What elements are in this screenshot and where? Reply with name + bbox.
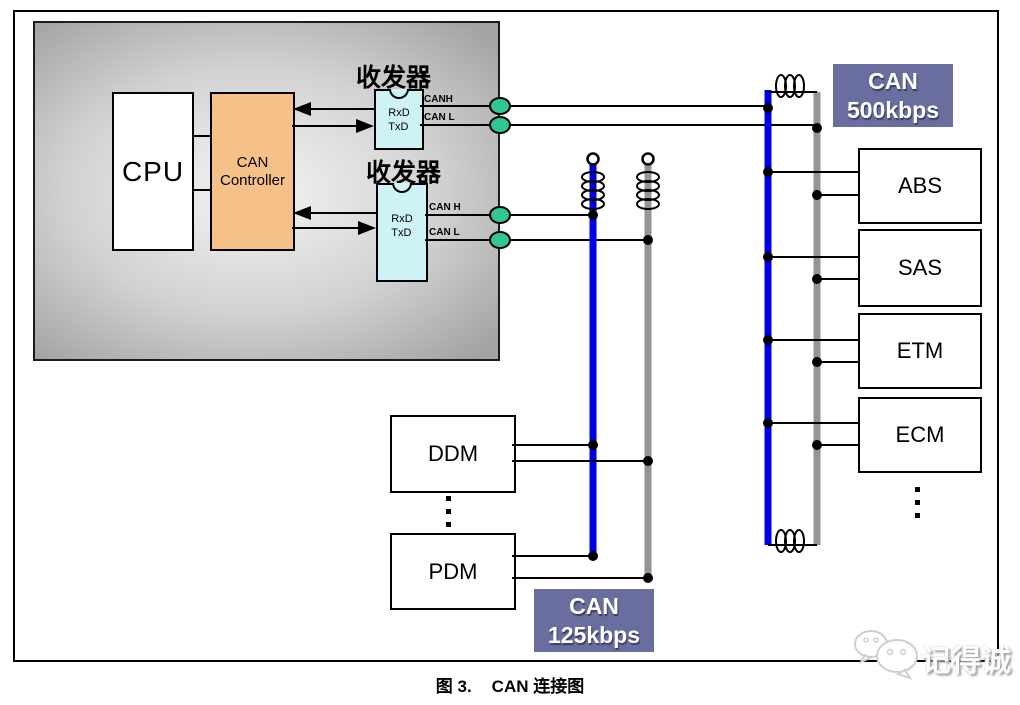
- ecu-box-sas: SAS: [858, 229, 982, 307]
- bus-125-line1: CAN: [569, 592, 619, 619]
- transceiver1-rxd-pin: RxD: [388, 106, 410, 119]
- cpu-label: CPU: [121, 155, 185, 187]
- ecu-box-pdm: PDM: [390, 533, 516, 610]
- transceiver2-pins: RxD TxD: [391, 212, 412, 240]
- chip-notch-icon: [392, 183, 412, 193]
- bus-500-line1: CAN: [868, 67, 918, 94]
- ecu-label: ETM: [896, 338, 944, 363]
- can-controller-box: CAN Controller: [210, 92, 295, 251]
- transceiver2-chip: RxD TxD: [376, 183, 428, 282]
- vertical-ellipsis-icon: [444, 496, 452, 535]
- ecu-label: DDM: [427, 441, 479, 466]
- caption-number: 图 3.: [435, 677, 472, 696]
- cpu-box: CPU: [112, 92, 194, 251]
- transceiver1-pins: RxD TxD: [388, 106, 409, 134]
- transceiver2-canl-label: CAN L: [429, 227, 460, 238]
- ecu-box-abs: ABS: [858, 148, 982, 224]
- ecu-box-etm: ETM: [858, 313, 982, 389]
- vertical-ellipsis-icon: [913, 487, 921, 526]
- bus-500kbps-label: CAN 500kbps: [833, 64, 953, 127]
- transceiver1-canh-label: CANH: [424, 94, 453, 105]
- ecu-box-ddm: DDM: [390, 415, 516, 493]
- watermark-text: 记得诚: [921, 645, 1011, 678]
- transceiver1-chip: RxD TxD: [374, 89, 424, 150]
- ecu-label: SAS: [897, 255, 943, 280]
- ecu-label: ECM: [895, 422, 945, 447]
- ecu-box-ecm: ECM: [858, 397, 982, 473]
- transceiver2-canh-label: CAN H: [429, 202, 461, 213]
- transceiver2-txd-pin: TxD: [391, 226, 412, 239]
- bus-125kbps-label: CAN 125kbps: [534, 589, 654, 652]
- ecu-label: ABS: [897, 173, 943, 198]
- transceiver1-title: 收发器: [356, 64, 432, 92]
- bus-125-line2: 125kbps: [547, 621, 641, 648]
- caption-title: CAN 连接图: [491, 677, 585, 696]
- figure-border: [13, 10, 999, 662]
- watermark: 记得诚: [845, 625, 1015, 685]
- bus-500-line2: 500kbps: [846, 96, 940, 123]
- transceiver1-txd-pin: TxD: [388, 120, 409, 133]
- chat-bubbles-icon: [854, 630, 918, 680]
- chip-notch-icon: [389, 89, 409, 99]
- transceiver2-rxd-pin: RxD: [391, 212, 413, 225]
- can-controller-label: CAN Controller: [219, 153, 286, 189]
- figure-caption: 图 3. CAN 连接图: [0, 672, 1020, 697]
- transceiver1-canl-label: CAN L: [424, 112, 455, 123]
- ecu-label: PDM: [428, 558, 478, 584]
